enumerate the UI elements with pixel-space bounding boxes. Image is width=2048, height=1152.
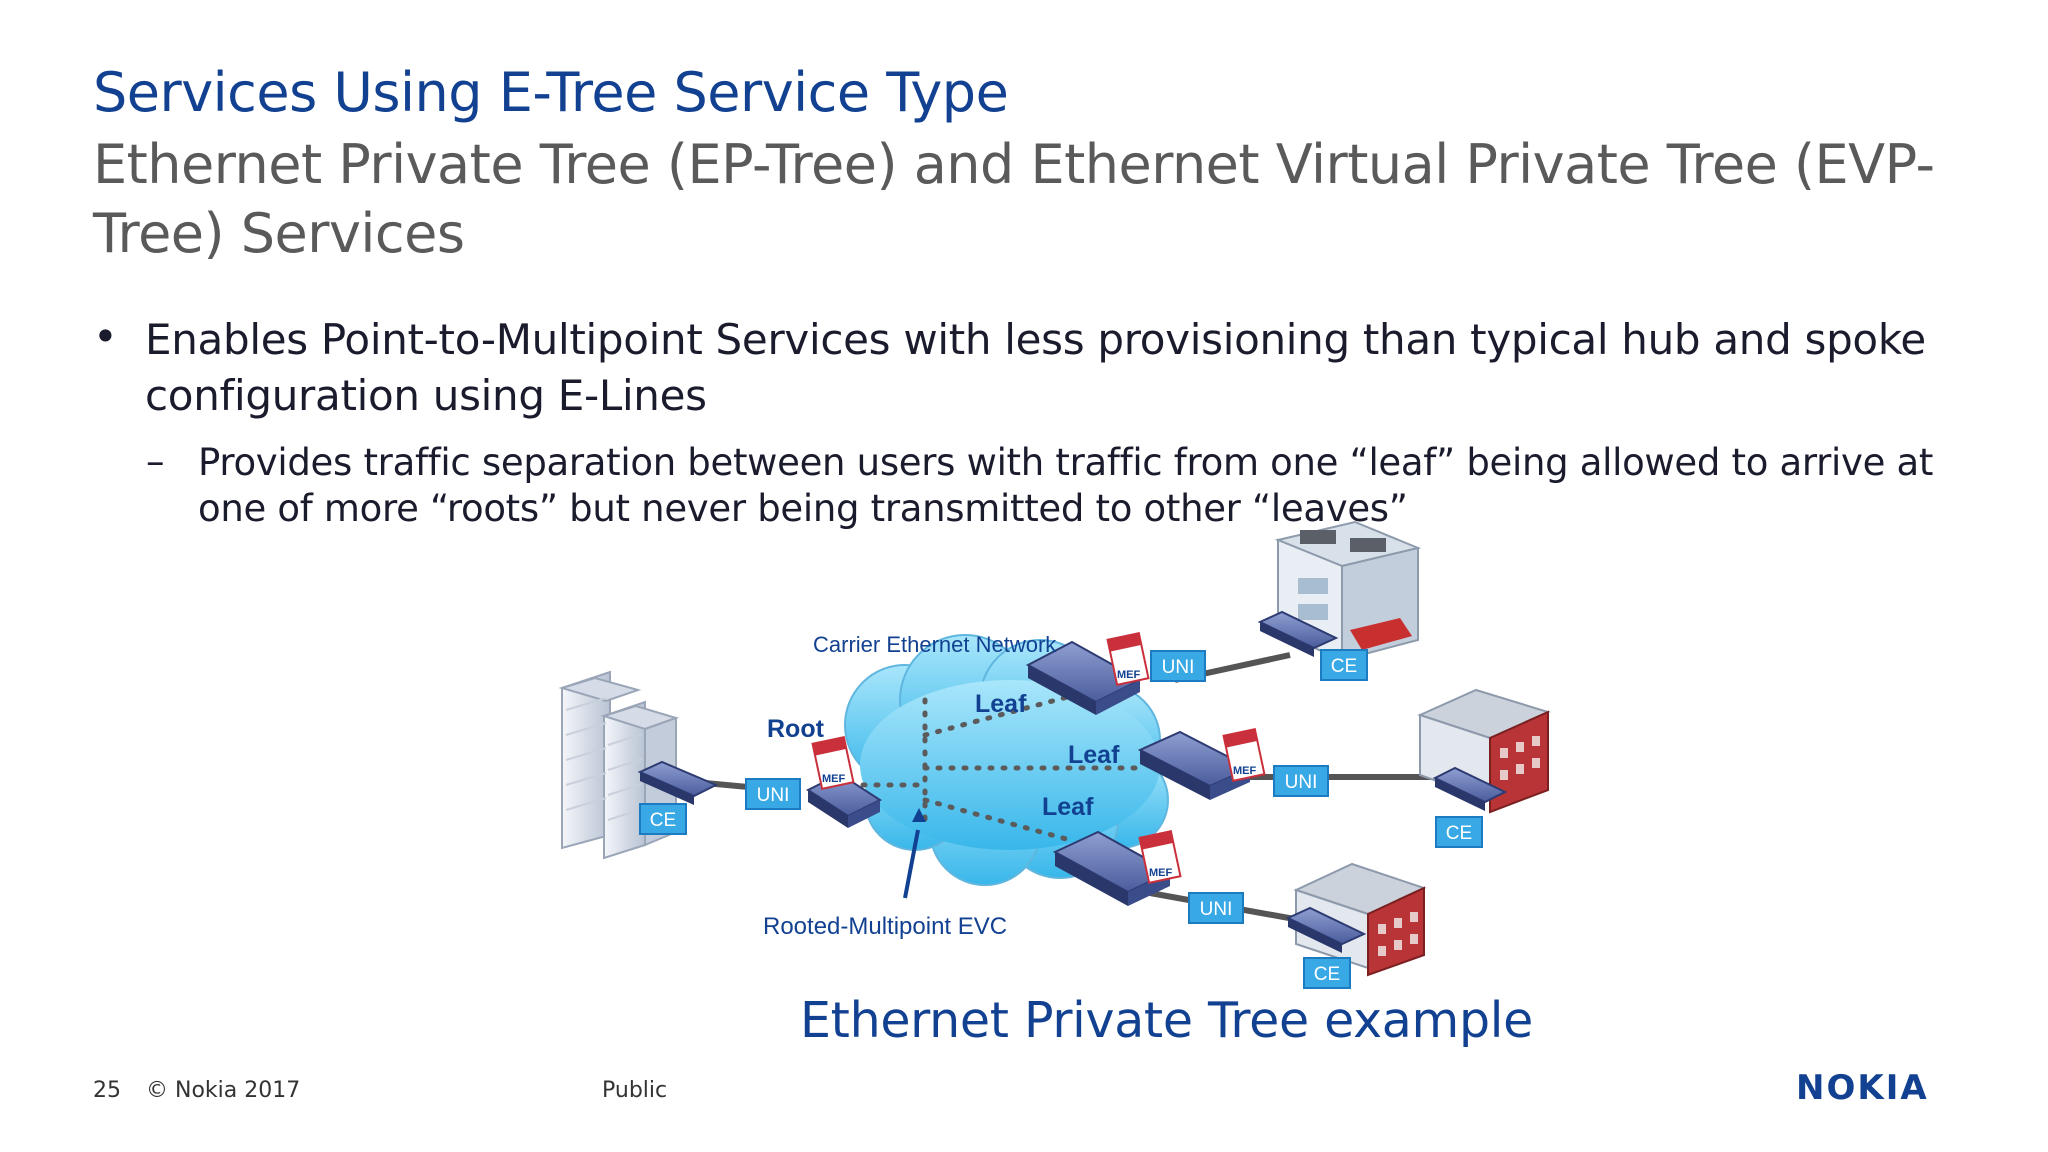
evc-label: Rooted-Multipoint EVC [763,913,1007,940]
uni-tag-root: UNI [745,778,801,810]
leaf-switch-top-icon [1025,640,1143,715]
uni-label: UNI [757,785,790,806]
mef-badge-text: MEF [1233,765,1257,777]
ce-device-top-right-icon [1257,610,1339,657]
classification-label: Public [602,1078,668,1103]
ce-tag-top-right: CE [1320,649,1368,681]
ce-device-bottom-right-icon [1285,906,1367,953]
ce-label: CE [1314,964,1340,985]
uni-label: UNI [1162,657,1195,678]
mef-badge-text: MEF [1149,867,1173,879]
rooted-multipoint-evc [847,692,1143,843]
leaf-label-bottom: Leaf [1042,793,1094,821]
mef-badge-text: MEF [1117,669,1141,681]
ce-label: CE [650,810,676,831]
nokia-logo: NOKIA [1796,1068,1929,1108]
ce-tag-bottom-right: CE [1303,957,1351,989]
mef-badge-leaf-bottom-icon: MEF [1138,829,1182,885]
sub-bullet-marker: – [146,440,165,483]
uni-tag-leaf-middle: UNI [1273,765,1329,797]
carrier-network-label: Carrier Ethernet Network [813,632,1057,657]
copyright: © Nokia 2017 [146,1078,301,1103]
uni-label: UNI [1200,899,1233,920]
ce-label: CE [1331,656,1357,677]
uni-tag-leaf-top: UNI [1150,650,1206,682]
sub-bullet-text: Provides traffic separation between user… [198,441,1934,530]
leaf-label-middle: Leaf [1068,741,1120,769]
uni-label: UNI [1285,772,1318,793]
ce-label: CE [1446,823,1472,844]
uni-tag-leaf-bottom: UNI [1188,892,1244,924]
slide-title: Services Using E-Tree Service Type [93,61,1009,124]
ce-tag-middle-right: CE [1435,816,1483,848]
ce-tag-left: CE [639,803,687,835]
mef-badge-leaf-top-icon: MEF [1106,631,1150,687]
mef-badge-text: MEF [822,773,846,785]
ce-device-middle-right-icon [1432,766,1508,811]
bullet-text: Enables Point-to-Multipoint Services wit… [145,315,1926,420]
page-number: 25 [93,1078,121,1103]
mef-badge-leaf-middle-icon: MEF [1222,727,1266,783]
bullet-marker: • [93,312,118,361]
ce-device-left-icon [637,760,719,805]
mef-badge-root-icon: MEF [811,735,855,791]
diagram-caption: Ethernet Private Tree example [800,992,1533,1049]
evc-pointer-arrow [903,808,926,899]
slide-subtitle: Ethernet Private Tree (EP-Tree) and Ethe… [93,133,1935,265]
leaf-label-top: Leaf [975,690,1027,718]
root-label: Root [767,715,825,743]
